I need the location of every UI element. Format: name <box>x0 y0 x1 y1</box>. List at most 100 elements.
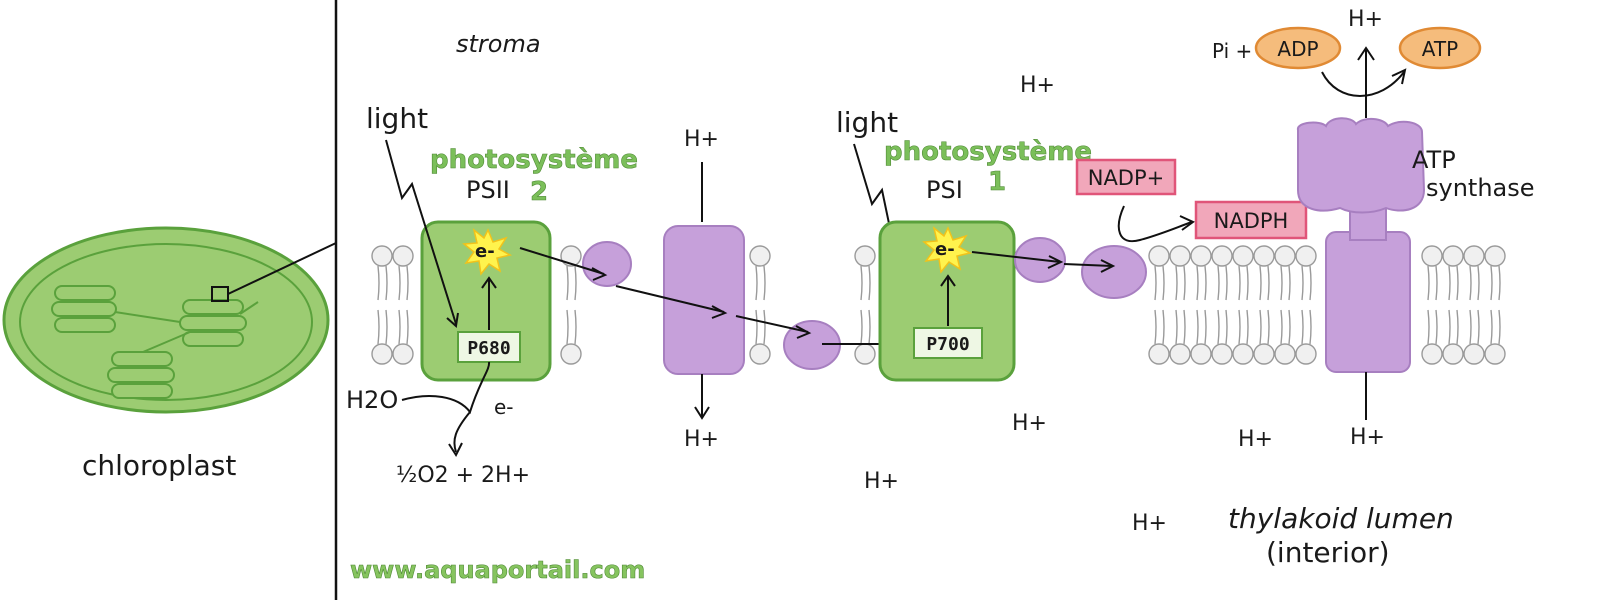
lipid-tail <box>763 309 766 345</box>
lipid-tail <box>377 265 380 301</box>
atp-synthase <box>1297 117 1426 373</box>
atp-synthase-label-2: synthase <box>1426 174 1535 202</box>
oxygen-products-label: ½O2 + 2H+ <box>396 463 530 488</box>
proton-label: H+ <box>1020 73 1055 98</box>
atp-synthase-fo <box>1325 231 1411 373</box>
photosystem-1-title: photosystème <box>884 137 1092 167</box>
nadph-label: NADPH <box>1214 209 1289 233</box>
lipid-tail <box>1196 309 1199 345</box>
lipid-tail <box>1498 309 1501 345</box>
adp-oval <box>1254 26 1342 70</box>
lipid-tail <box>1204 309 1207 345</box>
lipid-tail <box>1225 309 1228 345</box>
lipid-tail <box>1246 309 1249 345</box>
lipid-head <box>1148 245 1170 267</box>
lipid-tail <box>398 309 401 345</box>
lipid-tail <box>860 265 863 301</box>
lipid-tail <box>755 309 758 345</box>
lipid-tail <box>1288 309 1291 345</box>
lipid-tail <box>1435 309 1438 345</box>
lipid-tail <box>1196 265 1199 301</box>
lipid-tail <box>1267 309 1270 345</box>
chloroplast-illustration <box>2 226 337 414</box>
electron-path-2-arrow <box>615 285 725 313</box>
proton-label: H+ <box>1348 7 1383 32</box>
lipid-tail <box>1448 265 1451 301</box>
watermark-label: www.aquaportail.com <box>350 556 645 584</box>
proton-label: H+ <box>1238 427 1273 452</box>
electron-path-1-arrow <box>519 247 605 275</box>
nadp-reduction-arrow <box>1117 205 1193 243</box>
electron-path-2-arrowhead <box>711 305 728 319</box>
proton-label: H+ <box>1350 425 1385 450</box>
atp-synthase-proton-out-arrowhead <box>1357 46 1375 61</box>
lipid-head <box>749 245 771 267</box>
atp-synthase-f1 <box>1297 117 1426 214</box>
adp-label: ADP <box>1277 37 1318 61</box>
lipid-head <box>854 245 876 267</box>
lipid-tail <box>1154 309 1157 345</box>
lipid-head <box>1211 245 1233 267</box>
light-bolt-left-arrow <box>385 139 457 325</box>
lipid-tail <box>1183 309 1186 345</box>
lipid-head <box>1190 245 1212 267</box>
lipid-head <box>749 343 771 365</box>
atp-formation-arrowhead <box>1391 68 1407 85</box>
atp-label: ATP <box>1422 37 1458 61</box>
proton-pump-out-arrowhead <box>694 406 710 420</box>
electron-path-5-arrow <box>971 251 1061 263</box>
lipid-tail <box>1183 265 1186 301</box>
fnr-enzyme <box>1081 245 1147 299</box>
lipid-tail <box>1217 309 1220 345</box>
lipid-tail <box>1448 309 1451 345</box>
lipid-head <box>560 343 582 365</box>
psii-name-label: PSII <box>466 176 510 204</box>
lipid-tail <box>1301 309 1304 345</box>
p680-excitation-arrowhead <box>481 276 497 289</box>
lipid-tail <box>1435 265 1438 301</box>
thylakoid-stack-left <box>51 285 117 333</box>
photosystem-1-number: 1 <box>988 167 1006 197</box>
lipid-head <box>1484 245 1506 267</box>
light-right-label: light <box>836 106 898 139</box>
cytochrome-complex <box>663 225 745 375</box>
lipid-head <box>1463 245 1485 267</box>
zoom-line <box>227 242 337 295</box>
electron-out-label: e- <box>494 395 514 419</box>
photosystem-2: e- P680 <box>420 220 552 382</box>
p700-box <box>913 327 983 359</box>
p700-excitation-arrowhead <box>940 274 956 287</box>
lipid-tail <box>406 309 409 345</box>
lipid-tail <box>1456 309 1459 345</box>
lipid-tail <box>1204 265 1207 301</box>
stroma-label: stroma <box>456 30 541 58</box>
lipid-tail <box>1469 309 1472 345</box>
lipid-tail <box>868 265 871 301</box>
lipid-tail <box>755 265 758 301</box>
electron-path-3-arrow <box>735 315 809 333</box>
lipid-tail <box>1238 309 1241 345</box>
lipid-head <box>1190 343 1212 365</box>
light-bolt-left-arrowhead <box>446 312 459 328</box>
plastoquinone-carrier <box>582 241 632 287</box>
photosystem-1: e- P700 <box>878 220 1016 382</box>
lipid-tail <box>1175 265 1178 301</box>
atp-oval <box>1398 26 1482 70</box>
lipid-head <box>1232 245 1254 267</box>
lipid-head <box>1253 245 1275 267</box>
lipid-head <box>392 343 414 365</box>
lipid-tail <box>1490 265 1493 301</box>
electron-burst-icon <box>922 226 973 274</box>
lipid-tail <box>1217 265 1220 301</box>
lipid-head <box>1274 343 1296 365</box>
lipid-tail <box>1280 309 1283 345</box>
thylakoid-stack-bottom <box>107 351 175 399</box>
lipid-tail <box>566 309 569 345</box>
p700-label: P700 <box>926 334 969 355</box>
lipid-tail <box>1309 309 1312 345</box>
lipid-tail <box>1490 309 1493 345</box>
lipid-tail <box>406 265 409 301</box>
lipid-head <box>1295 245 1317 267</box>
